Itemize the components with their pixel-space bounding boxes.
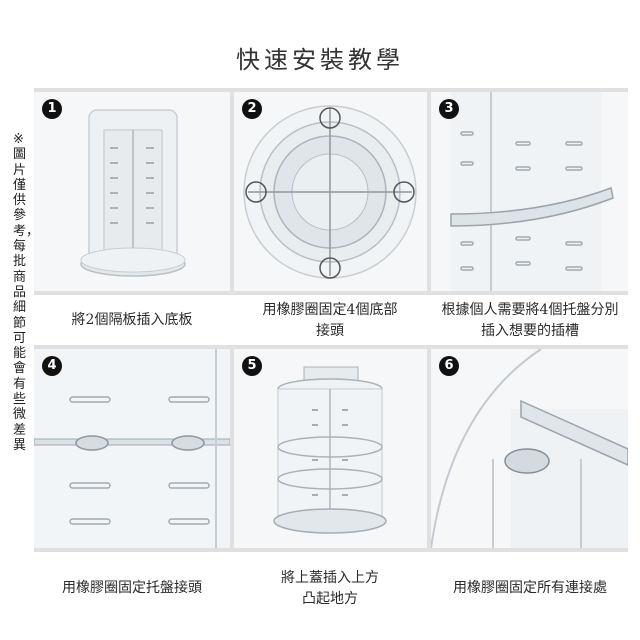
tray-connector-illustration bbox=[34, 349, 230, 548]
base-connectors-illustration bbox=[243, 105, 417, 279]
top-cover-illustration bbox=[273, 366, 387, 534]
step-3-number: 3 bbox=[439, 99, 459, 119]
step-6-number: 6 bbox=[439, 356, 459, 376]
page-title: 快速安裝教學 bbox=[236, 46, 404, 74]
step-1-image: 1 bbox=[34, 92, 230, 291]
divider-top bbox=[34, 88, 628, 92]
step-2-caption: 用橡膠圈固定4個底部接頭 bbox=[262, 302, 398, 339]
step-4-caption: 用橡膠圈固定托盤接頭 bbox=[62, 580, 202, 596]
tray-insert-illustration bbox=[450, 92, 614, 291]
all-joints-illustration bbox=[431, 349, 628, 548]
step-6-image: 6 bbox=[431, 349, 628, 548]
divider-v3 bbox=[230, 345, 234, 552]
step-4-number: 4 bbox=[42, 356, 62, 376]
step-3-caption: 根據個人需要將4個托盤分別插入想要的插槽 bbox=[441, 302, 619, 339]
step-2-number: 2 bbox=[242, 99, 262, 119]
divider-base-illustration bbox=[80, 109, 186, 277]
step-2-image: 2 bbox=[234, 92, 427, 291]
step-5-caption: 將上蓋插入上方凸起地方 bbox=[281, 570, 379, 607]
step-1-caption: 將2個隔板插入底板 bbox=[71, 312, 193, 328]
divider-v2 bbox=[427, 88, 431, 295]
step-3-image: 3 bbox=[431, 92, 628, 291]
divider-v1 bbox=[230, 88, 234, 295]
step-5-image: 5 bbox=[234, 349, 427, 548]
divider-middle bbox=[34, 345, 628, 349]
disclaimer-note: ※圖片僅供參考，每批商品細節可能會有些微差異 bbox=[13, 132, 40, 453]
step-5-number: 5 bbox=[242, 356, 262, 376]
step-6-caption: 用橡膠圈固定所有連接處 bbox=[453, 580, 607, 596]
step-4-image: 4 bbox=[34, 349, 230, 548]
divider-row2 bbox=[34, 548, 628, 552]
divider-v4 bbox=[427, 345, 431, 552]
divider-row1 bbox=[34, 291, 628, 295]
step-1-number: 1 bbox=[42, 99, 62, 119]
